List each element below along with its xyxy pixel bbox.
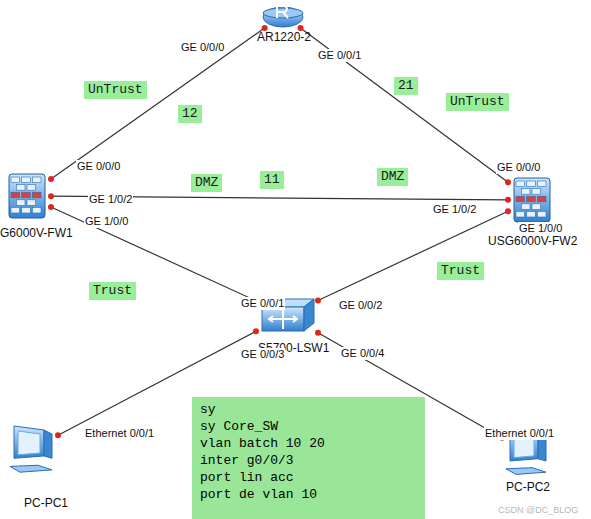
config-line: sy bbox=[200, 401, 417, 418]
zone-tag: DMZ bbox=[191, 174, 222, 192]
config-line: inter g0/0/3 bbox=[200, 452, 417, 469]
router-device: AR1220-2 bbox=[257, 2, 309, 28]
zone-tag: 12 bbox=[178, 105, 202, 123]
zone-tag: 21 bbox=[394, 77, 418, 95]
zone-tag: UnTrust bbox=[446, 93, 509, 111]
port-label: Ethernet 0/0/1 bbox=[84, 427, 155, 440]
port-dot bbox=[315, 330, 321, 336]
port-dot bbox=[505, 197, 511, 203]
port-label: GE 0/0/1 bbox=[317, 49, 362, 62]
port-label: GE 1/0/2 bbox=[432, 203, 477, 216]
port-label: GE 0/0/3 bbox=[240, 348, 285, 361]
port-dot bbox=[48, 204, 54, 210]
port-label: GE 1/0/0 bbox=[84, 215, 129, 228]
device-name: USG6000V-FW2 bbox=[488, 234, 577, 248]
firewall-icon bbox=[508, 174, 556, 226]
device-name: PC-PC1 bbox=[24, 496, 68, 510]
firewall-icon bbox=[3, 170, 51, 222]
port-label: GE 0/0/0 bbox=[180, 41, 225, 54]
config-line: port de vlan 10 bbox=[200, 486, 417, 503]
zone-tag: DMZ bbox=[377, 168, 408, 186]
config-line: vlan batch 10 20 bbox=[200, 435, 417, 452]
device-name: AR1220-2 bbox=[257, 30, 311, 44]
port-dot bbox=[48, 176, 54, 182]
port-dot bbox=[505, 208, 511, 214]
zone-tag: Trust bbox=[437, 262, 484, 280]
port-label: GE 0/0/0 bbox=[76, 160, 121, 173]
network-link bbox=[300, 28, 508, 182]
port-label: GE 0/0/4 bbox=[340, 347, 385, 360]
port-dot bbox=[55, 432, 61, 438]
network-link bbox=[51, 207, 256, 301]
watermark: CSDN @DC_BLOG bbox=[497, 504, 579, 517]
config-note: sysy Core_SWvlan batch 10 20inter g0/0/3… bbox=[192, 397, 425, 519]
port-label: GE 1/0/0 bbox=[518, 222, 563, 235]
zone-tag: 11 bbox=[260, 171, 284, 189]
port-dot bbox=[48, 193, 54, 199]
port-dot bbox=[253, 328, 259, 334]
port-dot bbox=[315, 297, 321, 303]
device-name: G6000V-FW1 bbox=[0, 226, 73, 240]
router-icon bbox=[257, 2, 309, 28]
port-label: GE 0/0/1 bbox=[240, 297, 285, 310]
port-label: Ethernet 0/0/1 bbox=[484, 427, 555, 440]
port-label: GE 1/0/2 bbox=[88, 193, 133, 206]
config-line: sy Core_SW bbox=[200, 418, 417, 435]
port-dot bbox=[505, 179, 511, 185]
pc-device: PC-PC1 bbox=[6, 420, 58, 478]
port-label: GE 0/0/0 bbox=[496, 161, 541, 174]
firewall-device: G6000V-FW1 bbox=[3, 170, 51, 222]
device-name: PC-PC2 bbox=[506, 480, 550, 494]
zone-tag: UnTrust bbox=[84, 81, 147, 99]
network-link bbox=[318, 211, 508, 300]
pc-icon bbox=[6, 420, 58, 478]
zone-tag: Trust bbox=[89, 282, 136, 300]
config-line: port lin acc bbox=[200, 469, 417, 486]
port-label: GE 0/0/2 bbox=[338, 299, 383, 312]
network-link bbox=[51, 28, 265, 179]
firewall-device: USG6000V-FW2 bbox=[508, 174, 556, 226]
